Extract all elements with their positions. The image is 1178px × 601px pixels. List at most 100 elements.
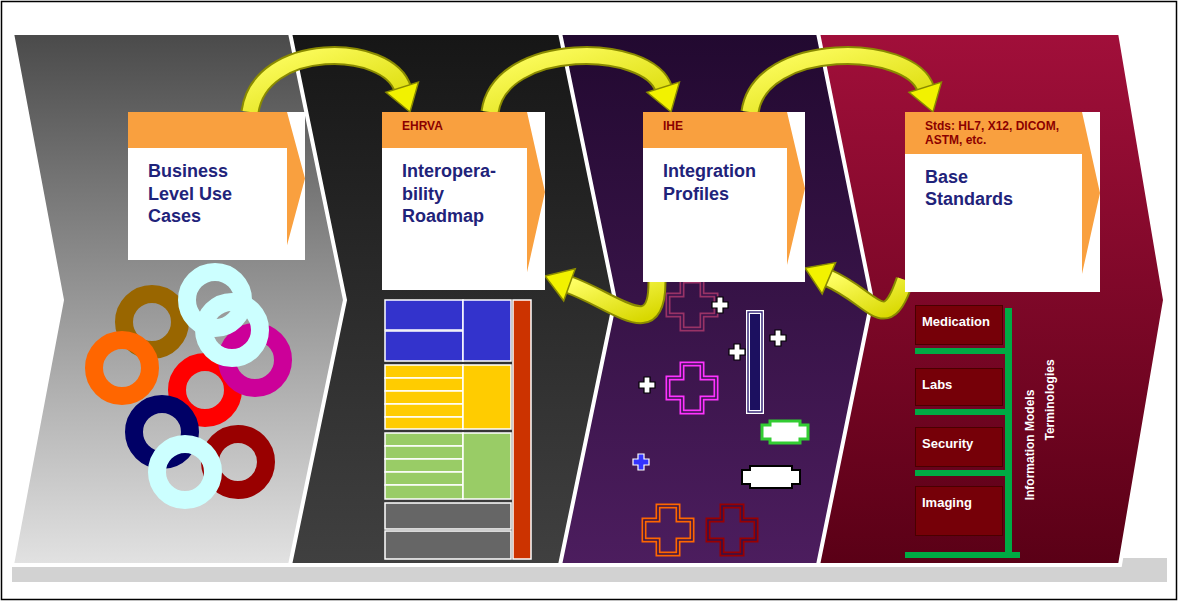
arrow-outline <box>827 277 905 310</box>
box-fill <box>128 112 305 260</box>
standards-bracket-part <box>915 348 1012 354</box>
orange-tab <box>382 112 545 272</box>
box-fill <box>382 112 545 290</box>
profile-symbols-part <box>712 297 728 313</box>
arrow-head <box>545 269 575 301</box>
standard-box: Medication <box>915 305 1003 345</box>
tab-heading: IHE <box>643 112 805 148</box>
chevron-band-part <box>12 33 355 565</box>
roadmap-grid-part <box>385 503 511 529</box>
arrow-outline <box>750 56 926 112</box>
standards-bracket-part <box>915 409 1012 415</box>
box-title: Integration Profiles <box>643 148 781 219</box>
box-fill <box>643 112 805 282</box>
roadmap-grid-part <box>463 300 511 361</box>
axis-label: Information Models <box>1023 390 1037 501</box>
roadmap-grid-part <box>463 365 511 429</box>
roadmap-grid-part <box>385 472 463 485</box>
profile-symbols <box>633 281 808 554</box>
roadmap-grid-part <box>385 391 463 404</box>
arrow-head <box>647 82 679 112</box>
flow-arrow <box>750 56 941 112</box>
roadmap-grid-part <box>385 459 463 472</box>
roadmap-grid-part <box>385 433 463 446</box>
axis-label: Terminologies <box>1043 359 1057 440</box>
flow-arrow <box>490 56 679 112</box>
profile-symbols-part <box>668 364 716 412</box>
use-case-box: Business Level Use Cases <box>128 112 305 260</box>
standard-name: Imaging <box>922 495 996 510</box>
use-case-rings-part <box>204 302 260 358</box>
use-case-box: Stds: HL7, X12, DICOM, ASTM, etc.Base St… <box>905 112 1100 292</box>
profile-symbols-part <box>639 377 655 393</box>
roadmap-grid-part <box>385 417 463 429</box>
box-title: Interopera- bility Roadmap <box>382 148 520 242</box>
arrow-outline <box>250 56 403 112</box>
arrow-body <box>568 282 657 315</box>
use-case-rings-part <box>157 444 213 500</box>
orange-tab <box>128 112 305 245</box>
box-title: Base Standards <box>905 154 1037 225</box>
chevron-band <box>12 33 1165 565</box>
roadmap-grid-part <box>385 365 463 378</box>
roadmap-grid-part <box>513 300 531 559</box>
arrow-body <box>250 56 403 112</box>
standard-box: Labs <box>915 368 1003 406</box>
use-case-box: EHRVAInteropera- bility Roadmap <box>382 112 545 290</box>
flow-arrow <box>545 269 657 315</box>
flow-arrow <box>250 56 418 112</box>
profile-symbols-part <box>644 506 692 554</box>
standards-bracket-part <box>905 552 1020 558</box>
roadmap-grid-part <box>385 531 511 559</box>
box-title: Business Level Use Cases <box>128 148 248 242</box>
profile-symbols-part <box>748 312 762 412</box>
arrow-head <box>805 263 836 294</box>
standard-name: Labs <box>922 377 996 392</box>
chevron-band-part <box>290 33 620 565</box>
roadmap-grid-part <box>385 300 463 330</box>
roadmap-grid <box>385 300 531 559</box>
orange-tab <box>905 112 1100 274</box>
use-case-rings-part <box>94 340 150 396</box>
profile-symbols-part <box>708 506 756 554</box>
arrow-head <box>386 82 418 112</box>
profile-symbols-part <box>770 330 786 346</box>
chevron-band-part <box>818 33 1165 565</box>
roadmap-grid-part <box>385 446 463 459</box>
arrow-head <box>909 82 941 112</box>
flow-arrow <box>805 263 905 310</box>
tab-heading: EHRVA <box>382 112 545 148</box>
arrow-body <box>827 277 905 310</box>
profile-symbols-part <box>668 281 716 329</box>
arrow-body <box>490 56 664 112</box>
arrow-outline <box>490 56 664 112</box>
roadmap-grid-part <box>385 378 463 391</box>
roadmap-grid-part <box>385 404 463 417</box>
standard-box: Security <box>915 427 1003 467</box>
roadmap-grid-part <box>385 331 463 361</box>
use-case-rings <box>94 272 283 500</box>
standards-bracket-part <box>1005 308 1012 558</box>
standard-box: Imaging <box>915 486 1003 536</box>
orange-tab <box>643 112 805 265</box>
box-fill <box>905 112 1100 292</box>
profile-symbols-part <box>748 312 762 412</box>
roadmap-grid-part <box>463 433 511 499</box>
tab-heading <box>128 112 305 148</box>
roadmap-grid-part <box>385 485 463 499</box>
use-case-box: IHEIntegration Profiles <box>643 112 805 282</box>
standards-bracket-part <box>915 470 1012 476</box>
arrow-body <box>750 56 926 112</box>
profile-symbols-part <box>742 466 800 488</box>
standard-name: Security <box>922 436 996 451</box>
standard-name: Medication <box>922 314 996 329</box>
profile-symbols-part <box>762 421 808 443</box>
arrow-outline <box>568 282 657 315</box>
profile-symbols-part <box>633 454 649 470</box>
standards-bracket <box>905 308 1020 558</box>
profile-symbols-part <box>729 344 745 360</box>
tab-heading: Stds: HL7, X12, DICOM, ASTM, etc. <box>905 112 1100 154</box>
